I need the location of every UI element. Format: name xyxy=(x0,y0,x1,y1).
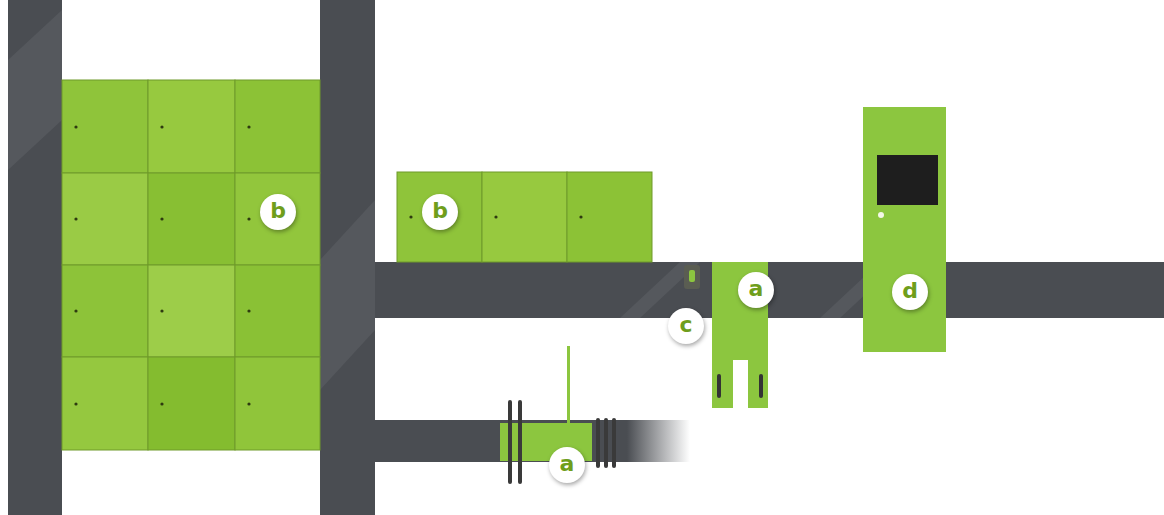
callout-letter: c xyxy=(668,308,704,344)
callout-letter: a xyxy=(549,447,585,483)
callout-letter: d xyxy=(892,274,928,310)
callout-letter: b xyxy=(260,194,296,230)
callout-letter: b xyxy=(422,194,458,230)
callout-letter: a xyxy=(738,272,774,308)
